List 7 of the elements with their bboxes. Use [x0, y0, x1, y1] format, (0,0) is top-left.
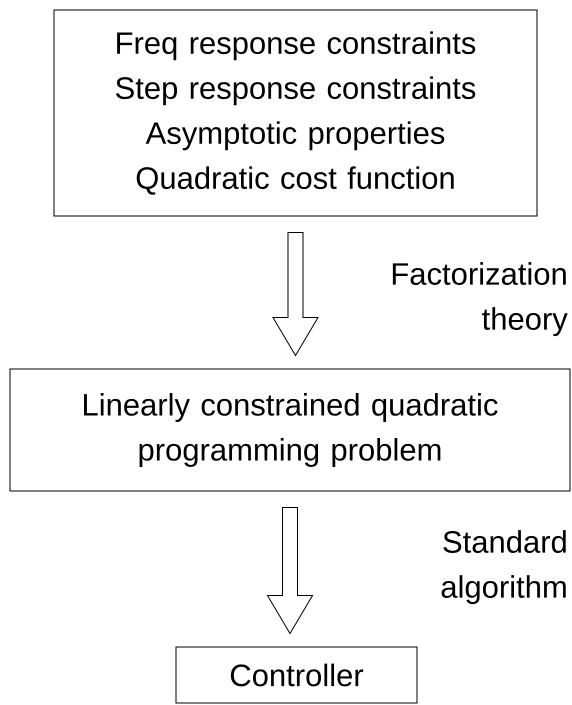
process-box: Controller [176, 646, 418, 704]
block-arrow [272, 232, 319, 356]
process-box: Freq response constraints Step response constraints Asymptotic properties Quadratic cost function [54, 10, 538, 216]
edge-label: Factorization theory [392, 262, 568, 336]
block-arrow [266, 507, 314, 634]
edge-label: Standard algorithm [442, 530, 566, 604]
process-box: Linearly constrained quadratic programming problem [10, 368, 570, 492]
